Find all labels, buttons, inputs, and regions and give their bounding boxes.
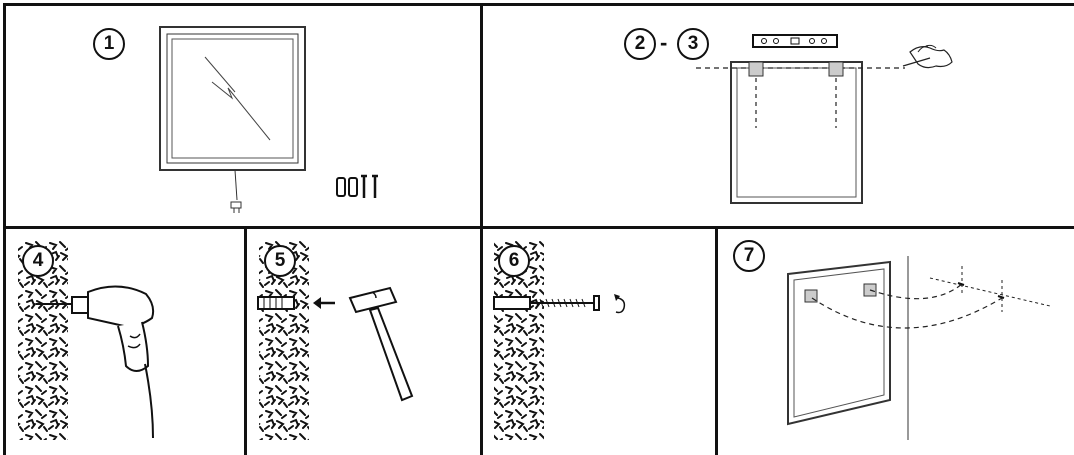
screws-and-anchors-icon bbox=[336, 174, 378, 198]
step-badge-7: 7 bbox=[733, 240, 765, 272]
power-drill-icon bbox=[36, 285, 155, 439]
panel-step-7 bbox=[715, 226, 1074, 455]
wall-anchor-icon bbox=[257, 296, 295, 310]
panel-step-1 bbox=[3, 3, 483, 229]
step-badge-4: 4 bbox=[22, 245, 54, 277]
spirit-level-icon bbox=[752, 34, 838, 48]
hammer-icon bbox=[348, 286, 414, 402]
mirror-front-illustration bbox=[159, 26, 306, 213]
anchor-with-screw-icon bbox=[493, 295, 600, 311]
step-badge-5: 5 bbox=[264, 245, 296, 277]
step-separator: - bbox=[660, 30, 668, 55]
hand-with-pencil-icon bbox=[902, 44, 953, 69]
rotate-arrow-icon bbox=[614, 294, 626, 314]
panel-step-2-3 bbox=[480, 3, 1074, 229]
step-badge-3: 3 bbox=[677, 28, 709, 60]
arrow-left-icon bbox=[313, 297, 335, 309]
step-badge-1: 1 bbox=[93, 28, 125, 60]
mirror-back-illustration bbox=[696, 61, 905, 204]
step-badge-2: 2 bbox=[624, 28, 656, 60]
step-badge-6: 6 bbox=[498, 245, 530, 277]
mirror-hanging-illustration bbox=[787, 256, 1051, 440]
